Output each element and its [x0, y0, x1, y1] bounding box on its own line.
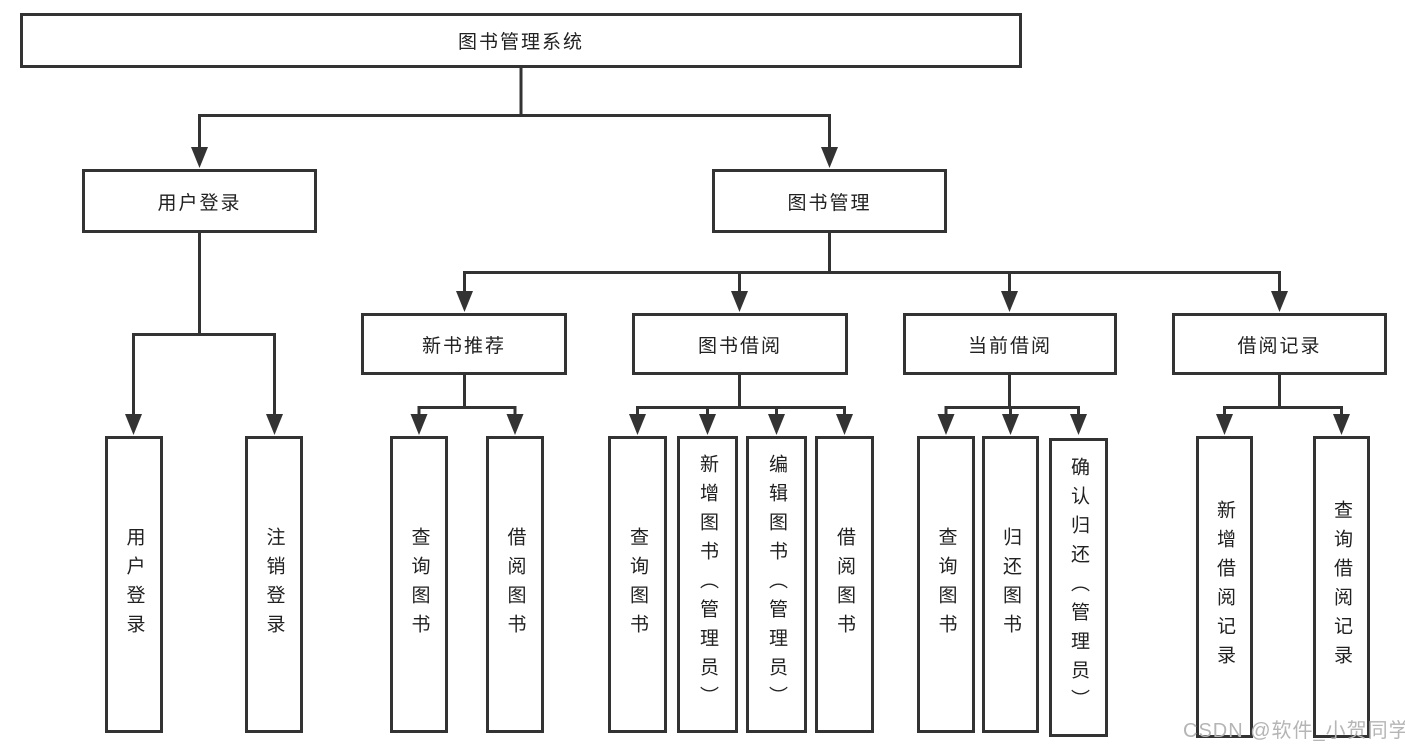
arrowhead-leaf-query-books-borrowing: [629, 414, 646, 435]
arrowhead-leaf-add-books-admin: [699, 414, 716, 435]
connector-root-to-branches: [191, 68, 838, 168]
arrowhead-leaf-query-books-recommend: [410, 414, 428, 435]
node-library-system: 图书管理系统: [20, 13, 1022, 68]
arrowhead-current-borrowing: [1001, 291, 1018, 312]
node-label: 归还图书: [1000, 526, 1021, 643]
leaf-logout-login: 注销登录: [245, 436, 303, 733]
node-label: 借阅记录: [1237, 335, 1322, 357]
leaf-borrow-books-borrowing: 借阅图书: [815, 436, 874, 733]
node-label: 查询图书: [408, 526, 430, 643]
arrowhead-book-borrowing: [731, 291, 748, 312]
arrowhead-leaf-edit-books-admin: [768, 414, 785, 435]
node-label: 借阅图书: [834, 526, 855, 643]
connector-user-login-to-leaves: [125, 233, 283, 435]
leaf-edit-books-admin: 编辑图书（管理员）: [746, 436, 807, 733]
arrowhead-leaf-return-books: [1002, 414, 1019, 435]
arrowhead-book-management: [821, 147, 838, 168]
node-label: 注销登录: [263, 526, 285, 643]
leaf-query-books-recommend: 查询图书: [390, 436, 448, 733]
arrowhead-leaf-user-login: [125, 414, 142, 435]
node-label: 查询图书: [627, 526, 648, 643]
node-label: 图书管理: [787, 192, 872, 214]
leaf-user-login: 用户登录: [105, 436, 163, 733]
arrowhead-leaf-borrow-books-borrowing: [836, 414, 853, 435]
node-borrowing-records: 借阅记录: [1172, 313, 1387, 375]
leaf-add-borrowing-record: 新增借阅记录: [1196, 436, 1253, 738]
arrowhead-leaf-borrow-books-recommend: [506, 414, 524, 435]
leaf-return-books: 归还图书: [982, 436, 1039, 733]
arrowhead-borrowing-records: [1271, 291, 1288, 312]
leaf-confirm-return-admin: 确认归还（管理员）: [1049, 438, 1108, 737]
arrowhead-leaf-query-borrowing-record: [1333, 414, 1350, 435]
node-book-management: 图书管理: [712, 169, 947, 233]
connector-book-management-to-modules: [456, 233, 1288, 312]
node-label: 借阅图书: [504, 526, 526, 643]
node-label: 查询图书: [935, 526, 957, 643]
connector-book-borrowing-to-leaves: [629, 375, 853, 435]
node-new-book-recommendation: 新书推荐: [361, 313, 567, 375]
node-label: 新增借阅记录: [1214, 500, 1235, 674]
node-label: 确认归还（管理员）: [1068, 457, 1089, 718]
connector-borrowing-records-to-leaves: [1216, 375, 1350, 435]
node-label: 编辑图书（管理员）: [766, 454, 787, 715]
connector-current-borrowing-to-leaves: [937, 375, 1087, 435]
node-user-login: 用户登录: [82, 169, 317, 233]
arrowhead-new-book-recommendation: [456, 291, 473, 312]
node-label: 新增图书（管理员）: [697, 454, 718, 715]
connector-new-book-recommendation-to-leaves: [410, 375, 524, 435]
node-book-borrowing: 图书借阅: [632, 313, 848, 375]
node-label: 图书借阅: [697, 335, 782, 357]
arrowhead-user-login: [191, 147, 208, 168]
node-label: 新书推荐: [421, 335, 506, 357]
node-label: 用户登录: [157, 192, 242, 214]
arrowhead-leaf-confirm-return-admin: [1070, 414, 1087, 435]
leaf-query-borrowing-record: 查询借阅记录: [1313, 436, 1370, 738]
leaf-add-books-admin: 新增图书（管理员）: [677, 436, 738, 733]
arrowhead-leaf-add-borrowing-record: [1216, 414, 1233, 435]
node-label: 图书管理系统: [457, 32, 584, 53]
node-label: 用户登录: [123, 526, 145, 643]
node-label: 查询借阅记录: [1331, 500, 1352, 674]
leaf-query-books-current: 查询图书: [917, 436, 975, 733]
watermark-csdn: CSDN @软件_小贺同学: [1183, 720, 1405, 742]
leaf-borrow-books-recommend: 借阅图书: [486, 436, 544, 733]
arrowhead-leaf-logout: [266, 414, 283, 435]
leaf-query-books-borrowing: 查询图书: [608, 436, 667, 733]
arrowhead-leaf-query-books-current: [937, 414, 955, 435]
node-label: 当前借阅: [967, 335, 1052, 357]
node-current-borrowing: 当前借阅: [903, 313, 1117, 375]
